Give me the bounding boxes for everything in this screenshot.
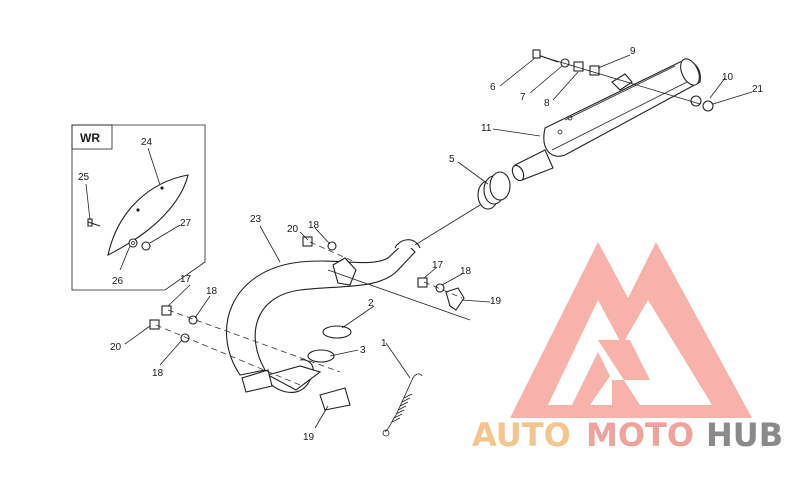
watermark-logo-icon: [510, 242, 752, 418]
callout-18-left: 18: [206, 286, 218, 297]
header-pipe: [225, 239, 421, 411]
spring: [382, 373, 423, 437]
callout-1: 1: [381, 338, 387, 349]
callout-9: 9: [630, 46, 636, 57]
callout-17-right: 17: [432, 260, 444, 271]
callout-19-right: 19: [490, 296, 502, 307]
callout-17-left: 17: [180, 274, 192, 285]
callout-25: 25: [78, 172, 90, 183]
callout-8: 8: [544, 98, 550, 109]
spring-coupler: [477, 171, 511, 210]
callout-27: 27: [180, 218, 192, 229]
inset-box: WR: [71, 124, 206, 291]
gasket: [322, 325, 352, 339]
callout-6: 6: [490, 82, 496, 93]
callout-19-bottom: 19: [303, 432, 315, 443]
gasket-ring: [307, 349, 335, 363]
callout-26: 26: [112, 276, 124, 287]
callout-10: 10: [722, 72, 734, 83]
callout-20-left: 20: [110, 342, 122, 353]
watermark-auto: AUTO: [472, 416, 571, 454]
watermark-hub: HUB: [706, 416, 783, 454]
inset-label: WR: [80, 131, 100, 145]
callout-23: 23: [250, 214, 262, 225]
header-fasteners-left: [149, 305, 198, 343]
callout-20-top: 20: [287, 224, 299, 235]
callout-24: 24: [141, 137, 153, 148]
callout-3: 3: [360, 345, 366, 356]
callout-18-right: 18: [460, 266, 472, 277]
callout-11: 11: [481, 123, 492, 134]
header-fasteners-top: [302, 236, 465, 311]
callout-5: 5: [449, 154, 455, 165]
callout-7: 7: [520, 92, 526, 103]
silencer: [511, 58, 701, 182]
callout-18-bottom: 18: [152, 368, 164, 379]
callout-21: 21: [752, 84, 764, 95]
watermark-moto: MOTO: [586, 416, 694, 454]
callout-2: 2: [368, 298, 374, 309]
callout-18-top: 18: [308, 220, 320, 231]
